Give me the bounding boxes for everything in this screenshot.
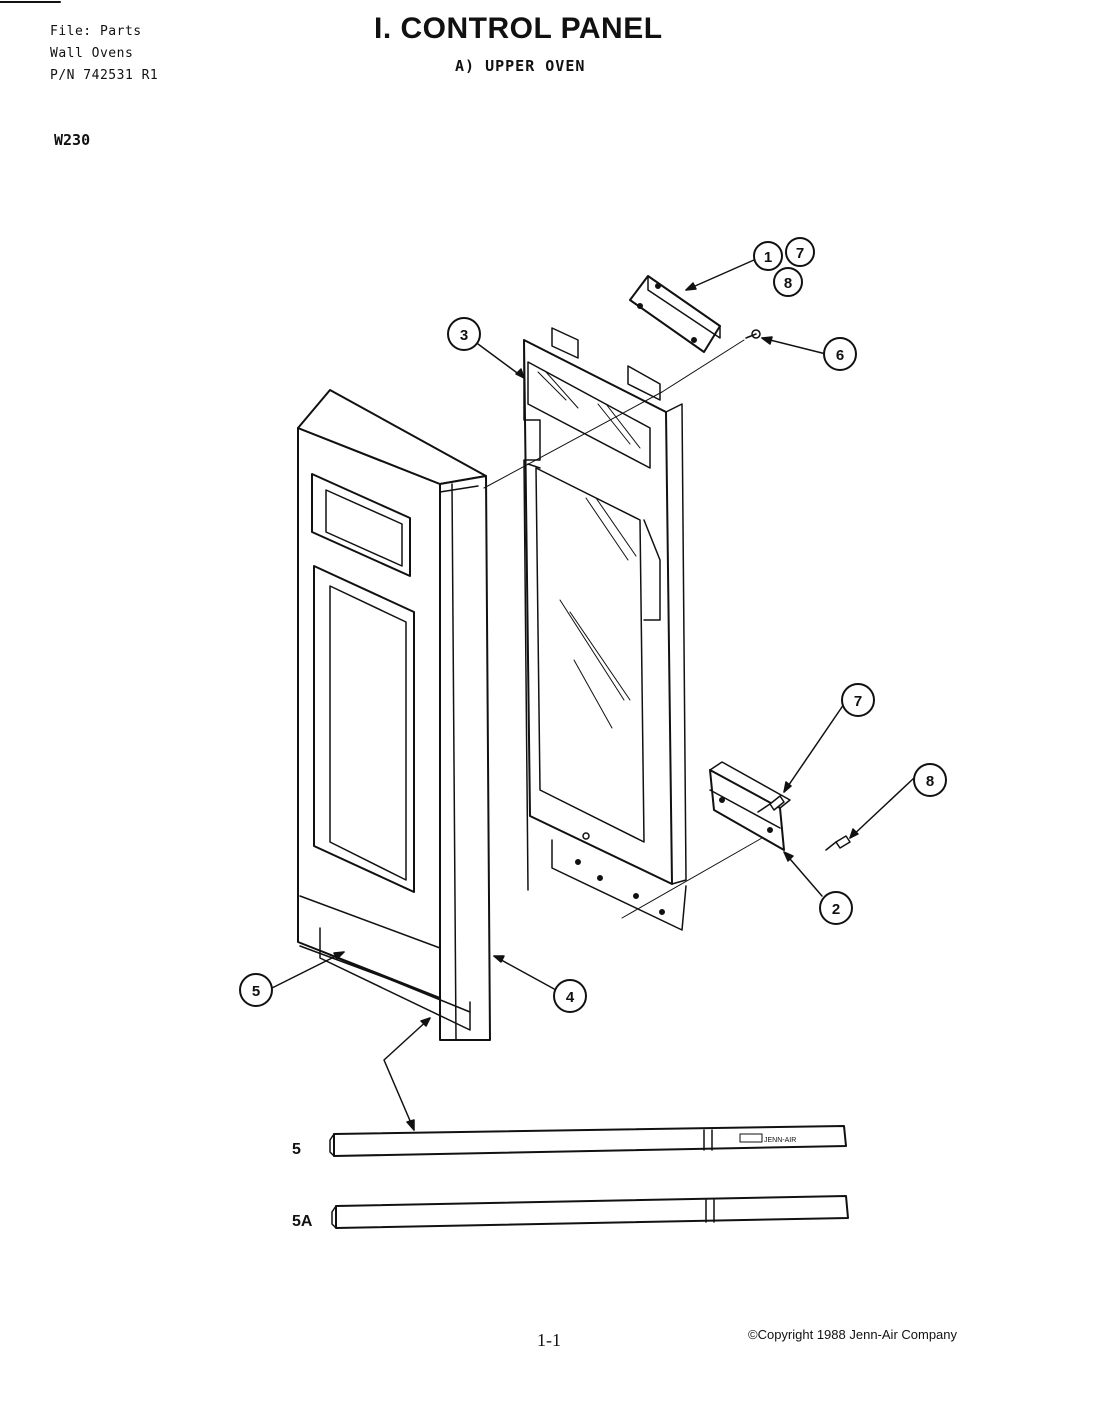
svg-text:3: 3 — [460, 327, 468, 344]
svg-text:8: 8 — [784, 275, 792, 292]
strip-5-label: 5 — [292, 1141, 301, 1158]
svg-text:5: 5 — [252, 983, 260, 1000]
callout-4: 4 — [553, 979, 587, 1013]
screw-7 — [757, 795, 785, 813]
page-title: I. CONTROL PANEL — [374, 12, 663, 45]
rear-board-assembly — [523, 327, 687, 931]
upper-bracket — [629, 275, 721, 353]
svg-text:7: 7 — [854, 693, 862, 710]
callout-5: 5 — [239, 973, 273, 1007]
page-number: 1-1 — [537, 1330, 561, 1350]
strip-brand-text: JENN-AIR — [764, 1137, 796, 1144]
svg-text:1: 1 — [764, 249, 772, 266]
svg-text:8: 8 — [926, 773, 934, 790]
callout-8: 8 — [913, 763, 947, 797]
svg-text:7: 7 — [796, 245, 804, 262]
screw-6 — [745, 329, 761, 339]
trim-strip-5a — [331, 1195, 849, 1229]
callout-3: 3 — [447, 317, 481, 351]
page-subtitle: A) UPPER OVEN — [455, 57, 586, 75]
callout-6: 6 — [823, 337, 857, 371]
file-line: File: Parts — [50, 24, 142, 39]
svg-text:2: 2 — [832, 901, 840, 918]
front-control-panel — [297, 389, 491, 1041]
model-number: W230 — [54, 131, 91, 149]
callout-1: 1 — [753, 241, 783, 271]
assembly-lines — [483, 339, 763, 919]
trim-strip-5: JENN-AIR — [329, 1125, 847, 1157]
callout-2: 2 — [819, 891, 853, 925]
svg-text:4: 4 — [566, 989, 575, 1006]
lower-bracket — [709, 761, 791, 851]
callout-7: 7 — [841, 683, 875, 717]
callout-7-top: 7 — [785, 237, 815, 267]
svg-text:6: 6 — [836, 347, 844, 364]
leader-lines — [271, 259, 915, 1131]
callout-8-top: 8 — [773, 267, 803, 297]
strip-5a-label: 5A — [292, 1213, 313, 1230]
part-number-line: P/N 742531 R1 — [50, 68, 159, 83]
copyright-notice: ©Copyright 1988 Jenn-Air Company — [748, 1327, 958, 1342]
screw-8 — [825, 835, 851, 851]
product-line: Wall Ovens — [50, 46, 134, 61]
